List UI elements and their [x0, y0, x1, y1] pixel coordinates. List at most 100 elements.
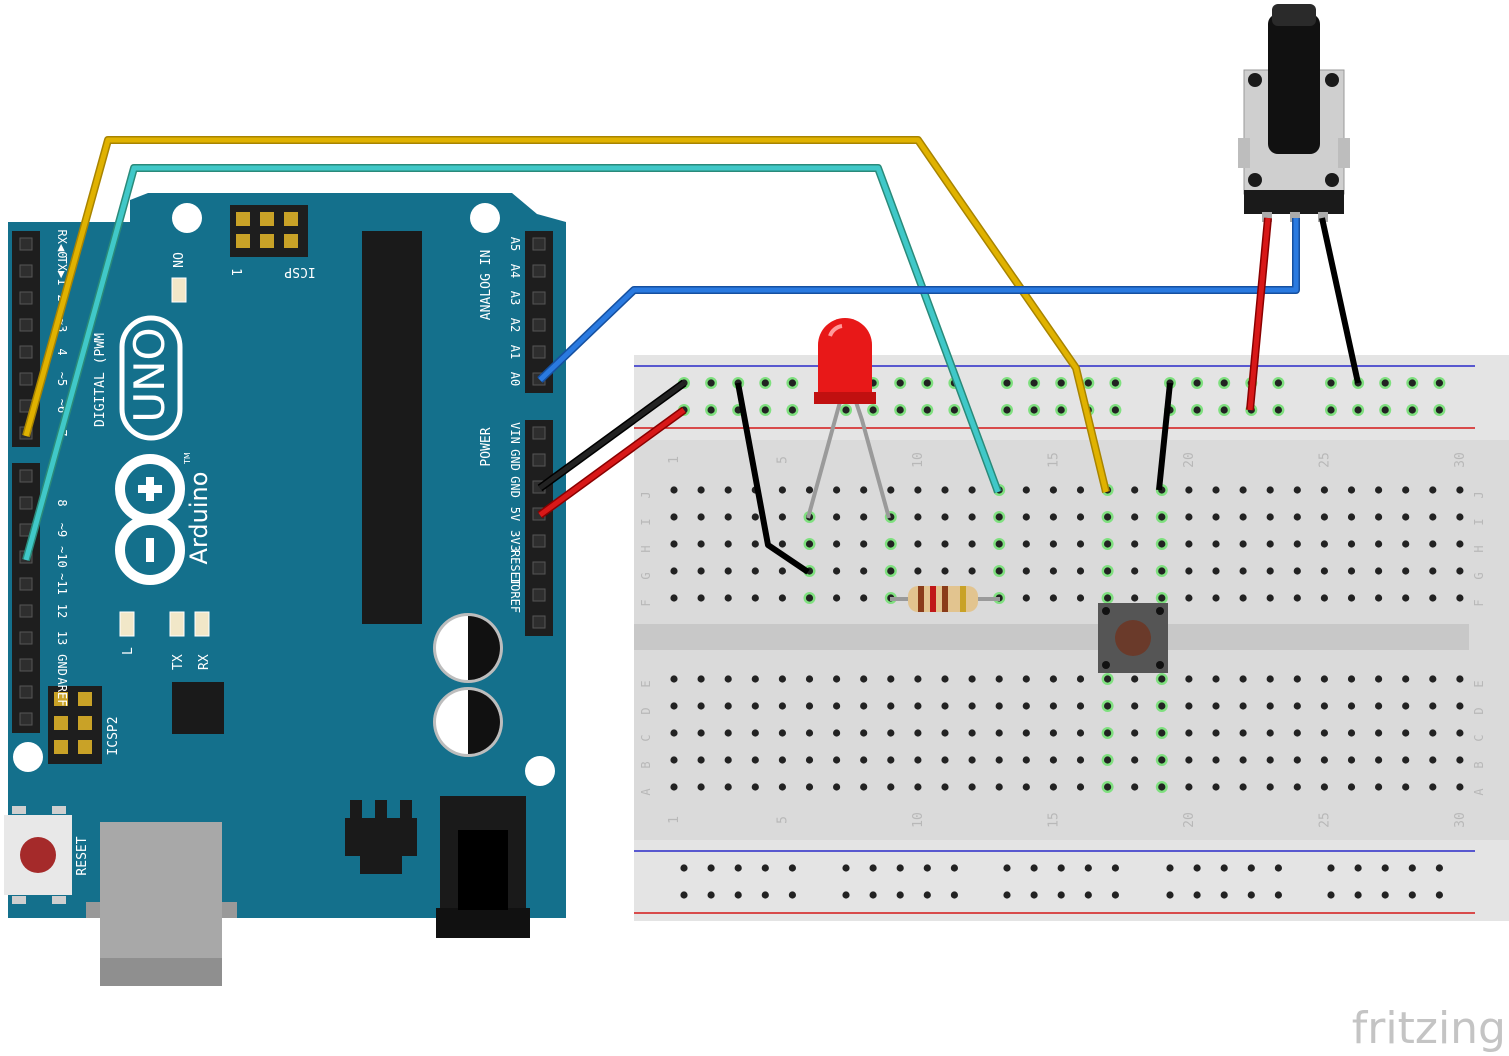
- breadboard-hole[interactable]: [1022, 540, 1030, 548]
- rail-hole[interactable]: [896, 379, 904, 387]
- breadboard-hole[interactable]: [833, 486, 841, 494]
- breadboard-hole[interactable]: [1131, 783, 1139, 791]
- breadboard-hole[interactable]: [1429, 594, 1437, 602]
- rail-hole[interactable]: [923, 864, 931, 872]
- breadboard-hole[interactable]: [1076, 540, 1085, 548]
- breadboard-hole[interactable]: [995, 540, 1003, 548]
- breadboard-hole[interactable]: [1456, 783, 1464, 791]
- breadboard-hole[interactable]: [860, 486, 868, 494]
- rail-hole[interactable]: [1220, 864, 1228, 872]
- breadboard-hole[interactable]: [968, 756, 976, 764]
- breadboard-hole[interactable]: [1375, 513, 1383, 521]
- breadboard-hole[interactable]: [1212, 756, 1220, 764]
- breadboard-hole[interactable]: [1456, 729, 1464, 737]
- breadboard-hole[interactable]: [724, 675, 732, 683]
- breadboard-hole[interactable]: [860, 702, 868, 710]
- digital-pin[interactable]: [19, 712, 33, 726]
- breadboard-hole[interactable]: [968, 729, 976, 737]
- breadboard-hole[interactable]: [724, 594, 732, 602]
- rail-hole[interactable]: [1435, 864, 1443, 872]
- power-pin[interactable]: [532, 588, 546, 602]
- breadboard-hole[interactable]: [1456, 702, 1464, 710]
- rail-hole[interactable]: [1057, 406, 1065, 414]
- rail-hole[interactable]: [707, 891, 715, 899]
- breadboard-hole[interactable]: [968, 783, 976, 791]
- breadboard-hole[interactable]: [1266, 594, 1274, 602]
- breadboard-hole[interactable]: [1402, 594, 1410, 602]
- breadboard-hole[interactable]: [670, 513, 678, 521]
- breadboard-hole[interactable]: [1429, 702, 1437, 710]
- breadboard-hole[interactable]: [995, 675, 1003, 683]
- digital-pin[interactable]: [19, 604, 33, 618]
- rail-hole[interactable]: [1274, 891, 1282, 899]
- breadboard-hole[interactable]: [1239, 675, 1247, 683]
- breadboard-hole[interactable]: [887, 486, 895, 494]
- breadboard-hole[interactable]: [1049, 567, 1057, 575]
- rail-hole[interactable]: [842, 891, 850, 899]
- rail-hole[interactable]: [788, 379, 797, 387]
- rail-hole[interactable]: [1408, 379, 1416, 387]
- wire-yellow[interactable]: [23, 137, 1109, 493]
- breadboard-hole[interactable]: [1402, 729, 1410, 737]
- potentiometer[interactable]: [1238, 4, 1350, 222]
- breadboard-hole[interactable]: [724, 540, 732, 548]
- rail-hole[interactable]: [1435, 379, 1443, 387]
- breadboard-hole[interactable]: [1212, 783, 1220, 791]
- breadboard-hole[interactable]: [1266, 675, 1274, 683]
- breadboard-hole[interactable]: [1104, 594, 1112, 602]
- breadboard-hole[interactable]: [1212, 486, 1220, 494]
- breadboard-hole[interactable]: [724, 729, 732, 737]
- rail-hole[interactable]: [1193, 406, 1201, 414]
- breadboard-hole[interactable]: [1402, 675, 1410, 683]
- breadboard-hole[interactable]: [968, 702, 976, 710]
- breadboard-hole[interactable]: [778, 486, 787, 494]
- breadboard-hole[interactable]: [778, 756, 787, 764]
- breadboard-hole[interactable]: [1049, 540, 1057, 548]
- breadboard-hole[interactable]: [1076, 702, 1085, 710]
- breadboard-hole[interactable]: [833, 783, 841, 791]
- breadboard-hole[interactable]: [1375, 486, 1383, 494]
- rail-hole[interactable]: [1084, 891, 1092, 899]
- breadboard-hole[interactable]: [1456, 594, 1464, 602]
- breadboard-hole[interactable]: [778, 675, 787, 683]
- breadboard-hole[interactable]: [697, 540, 705, 548]
- breadboard-hole[interactable]: [1104, 540, 1112, 548]
- rail-hole[interactable]: [1274, 406, 1282, 414]
- analog-pin[interactable]: [532, 345, 546, 359]
- breadboard-hole[interactable]: [1320, 702, 1328, 710]
- breadboard-hole[interactable]: [1293, 540, 1301, 548]
- breadboard-hole[interactable]: [778, 783, 787, 791]
- breadboard-hole[interactable]: [1158, 675, 1166, 683]
- breadboard-hole[interactable]: [1104, 702, 1112, 710]
- rail-hole[interactable]: [950, 864, 959, 872]
- breadboard-hole[interactable]: [1049, 594, 1057, 602]
- breadboard-hole[interactable]: [1293, 702, 1301, 710]
- breadboard-hole[interactable]: [697, 513, 705, 521]
- breadboard-hole[interactable]: [887, 756, 895, 764]
- breadboard-hole[interactable]: [833, 540, 841, 548]
- breadboard-hole[interactable]: [860, 513, 868, 521]
- breadboard-hole[interactable]: [778, 729, 787, 737]
- breadboard-hole[interactable]: [1131, 729, 1139, 737]
- breadboard-hole[interactable]: [1429, 540, 1437, 548]
- rail-hole[interactable]: [734, 891, 742, 899]
- breadboard-hole[interactable]: [751, 702, 759, 710]
- breadboard-hole[interactable]: [1293, 783, 1301, 791]
- breadboard-hole[interactable]: [724, 567, 732, 575]
- power-pin[interactable]: [532, 615, 546, 629]
- rail-hole[interactable]: [896, 891, 904, 899]
- rail-hole[interactable]: [788, 864, 797, 872]
- rail-hole[interactable]: [1408, 864, 1416, 872]
- breadboard-hole[interactable]: [1347, 594, 1356, 602]
- breadboard-hole[interactable]: [1239, 567, 1247, 575]
- rail-hole[interactable]: [1435, 891, 1443, 899]
- breadboard-hole[interactable]: [1375, 594, 1383, 602]
- breadboard-hole[interactable]: [670, 486, 678, 494]
- breadboard-hole[interactable]: [805, 594, 814, 602]
- breadboard-hole[interactable]: [914, 486, 922, 494]
- breadboard-hole[interactable]: [1347, 567, 1356, 575]
- breadboard-hole[interactable]: [1239, 513, 1247, 521]
- rail-hole[interactable]: [1381, 406, 1389, 414]
- rail-hole[interactable]: [788, 891, 797, 899]
- breadboard-hole[interactable]: [1239, 756, 1247, 764]
